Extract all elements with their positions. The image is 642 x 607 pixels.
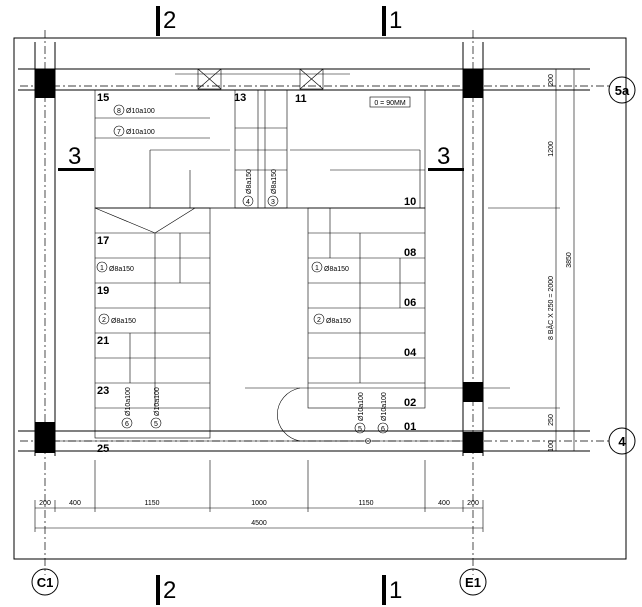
rebar-mark: 5 xyxy=(154,421,158,428)
dimension-text: 1150 xyxy=(358,500,373,507)
dimension-text: 1200 xyxy=(548,141,555,157)
rebar-label: Ø10a100 xyxy=(381,392,388,421)
dimension-text: 400 xyxy=(69,500,81,507)
section-label: 2 xyxy=(163,577,176,604)
left-flight xyxy=(94,207,211,439)
column-c1-5a xyxy=(35,69,55,98)
rebar-mark: 1 xyxy=(100,265,104,272)
right-dimension-lines xyxy=(488,68,580,452)
rebar-mark: 4 xyxy=(246,199,250,206)
handrail-curve xyxy=(277,387,510,442)
stair-center-shaft xyxy=(234,89,288,209)
step-numbers: 15 13 11 10 17 08 19 06 21 04 23 02 25 0… xyxy=(97,92,417,455)
grid-bubble-label: 4 xyxy=(618,434,626,449)
column-e1-4 xyxy=(463,432,483,453)
step-number: 10 xyxy=(404,196,416,208)
column-e1-mid xyxy=(463,382,483,402)
grid-bubble-label: C1 xyxy=(37,575,54,590)
grid-bubble-e1: E1 xyxy=(459,568,487,596)
dimension-text: 200 xyxy=(548,74,555,86)
step-number: 23 xyxy=(97,385,109,397)
section-marker-top-left: 2 xyxy=(156,6,176,36)
dimension-text: 100 xyxy=(548,440,555,452)
rebar-label: Ø10a100 xyxy=(154,387,161,416)
bottom-dimension-lines xyxy=(34,460,484,532)
section-marker-top-right: 1 xyxy=(382,6,402,36)
right-flight xyxy=(307,207,426,409)
step-number: 11 xyxy=(295,93,307,105)
rebar-mark: 2 xyxy=(317,317,321,324)
rebar-label: Ø8a150 xyxy=(326,318,351,325)
step-number: 17 xyxy=(97,235,109,247)
level-marker xyxy=(365,438,371,444)
note-box: 0 = 90MM xyxy=(369,96,411,108)
column-c1-4 xyxy=(35,422,55,453)
section-marker-bottom-right: 1 xyxy=(382,575,402,605)
rebar-callouts-vertical: 4 Ø8a150 3 Ø8a150 6 Ø10a100 5 Ø10a100 5 … xyxy=(121,169,389,434)
rebar-label: Ø10a100 xyxy=(126,108,155,115)
rebar-mark: 7 xyxy=(117,129,121,136)
section-label: 2 xyxy=(163,7,176,34)
vent-left xyxy=(197,68,222,90)
section-label: 3 xyxy=(437,143,450,170)
dimension-text: 400 xyxy=(438,500,450,507)
step-number: 01 xyxy=(404,421,416,433)
rebar-mark: 8 xyxy=(117,108,121,115)
dimension-text: 200 xyxy=(39,500,51,507)
rebar-mark: 6 xyxy=(125,421,129,428)
rebar-label: Ø10a100 xyxy=(358,392,365,421)
rebar-mark: 1 xyxy=(315,265,319,272)
dimension-text: 250 xyxy=(548,414,555,426)
grid-bubble-4: 4 xyxy=(608,427,636,455)
step-number: 19 xyxy=(97,285,109,297)
rebar-label: Ø10a100 xyxy=(126,129,155,136)
note-text: 0 = 90MM xyxy=(374,100,405,107)
rebar-mark: 5 xyxy=(358,426,362,433)
dimension-total: 4500 xyxy=(251,520,267,527)
dimension-text: 8 BẬC X 250 = 2000 xyxy=(546,276,555,340)
vent-right xyxy=(299,68,324,90)
grid-bubble-label: E1 xyxy=(465,575,481,590)
rebar-mark: 3 xyxy=(271,199,275,206)
rebar-label: Ø8a150 xyxy=(111,318,136,325)
grid-bubble-label: 5a xyxy=(615,83,630,98)
dimension-text: 1150 xyxy=(144,500,159,507)
grid-bubble-5a: 5a xyxy=(608,76,636,104)
section-label: 3 xyxy=(68,143,81,170)
step-number: 08 xyxy=(404,247,416,259)
section-marker-side-left: 3 xyxy=(58,143,94,171)
sheet-frame xyxy=(13,37,627,560)
rebar-label: Ø8a150 xyxy=(271,169,278,194)
column-e1-5a xyxy=(463,69,483,98)
dimension-text: 1000 xyxy=(251,500,267,507)
step-number: 15 xyxy=(97,92,109,104)
step-number: 21 xyxy=(97,335,109,347)
rebar-label: Ø8a150 xyxy=(324,266,349,273)
step-number: 02 xyxy=(404,397,416,409)
step-number: 25 xyxy=(97,443,109,455)
grid-bubble-c1: C1 xyxy=(31,568,59,596)
dimension-total: 3850 xyxy=(566,252,573,268)
rebar-callouts: 8 Ø10a100 7 Ø10a100 1 Ø8a150 1 Ø8a150 2 … xyxy=(96,104,351,325)
step-number: 06 xyxy=(404,297,416,309)
right-dimensions: 200 1200 8 BẬC X 250 = 2000 250 100 3850 xyxy=(546,74,573,452)
rebar-label: Ø10a100 xyxy=(125,387,132,416)
rebar-label: Ø8a150 xyxy=(246,169,253,194)
step-number: 04 xyxy=(404,347,417,359)
section-label: 1 xyxy=(389,7,402,34)
rebar-mark: 2 xyxy=(102,317,106,324)
rebar-mark: 6 xyxy=(381,426,385,433)
rebar-label: Ø8a150 xyxy=(109,266,134,273)
section-marker-side-right: 3 xyxy=(428,143,464,171)
section-marker-bottom-left: 2 xyxy=(156,575,176,605)
section-label: 1 xyxy=(389,577,402,604)
dimension-text: 200 xyxy=(467,500,479,507)
bottom-dimensions: 200 400 1150 1000 1150 400 200 4500 xyxy=(39,500,479,527)
step-number: 13 xyxy=(234,92,246,104)
